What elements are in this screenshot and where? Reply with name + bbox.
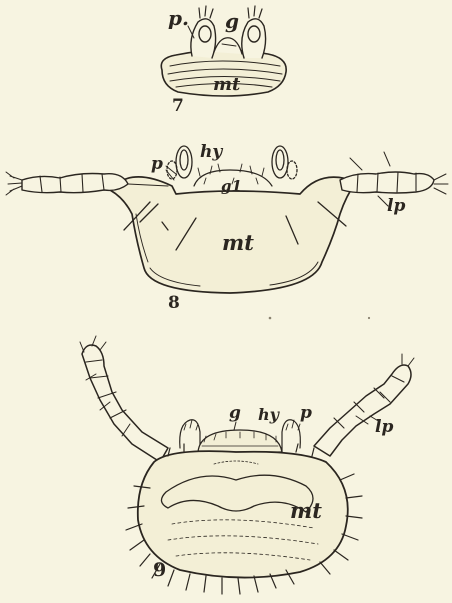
fig8-right-labial-palp <box>340 152 448 194</box>
fig7-label-p: p. <box>168 6 189 30</box>
fig9-pointer-g <box>234 422 236 430</box>
fig9-label-lp: lp <box>375 417 393 437</box>
fig8-label-hy: hy <box>200 142 223 162</box>
figure-7: p. g mt 7 <box>161 6 286 116</box>
fig9-number: 9 <box>153 559 166 581</box>
fig7-number: 7 <box>172 96 184 116</box>
fig8-label-mt: mt <box>222 230 254 255</box>
fig8-number: 8 <box>168 293 180 313</box>
fig9-label-hy: hy <box>258 405 281 424</box>
fig7-label-g: g <box>225 9 239 33</box>
figure-9: g hy p lp mt 9 <box>80 336 414 594</box>
specks <box>269 317 370 320</box>
fig7-glossa <box>214 38 242 54</box>
fig9-label-mt: mt <box>290 498 322 523</box>
fig9-left-labial-palp <box>80 336 168 462</box>
figure-8: hy p g1 lp mt 8 <box>6 142 448 313</box>
fig9-label-p: p <box>300 403 312 423</box>
fig7-label-mt: mt <box>213 74 241 95</box>
fig8-label-lp: lp <box>387 196 405 216</box>
fig8-label-g1: g1 <box>221 177 242 195</box>
fig9-right-labial-palp <box>314 354 414 456</box>
fig8-label-p: p <box>151 154 163 174</box>
fig9-glossa <box>198 430 282 452</box>
fig9-label-g: g <box>229 403 241 423</box>
